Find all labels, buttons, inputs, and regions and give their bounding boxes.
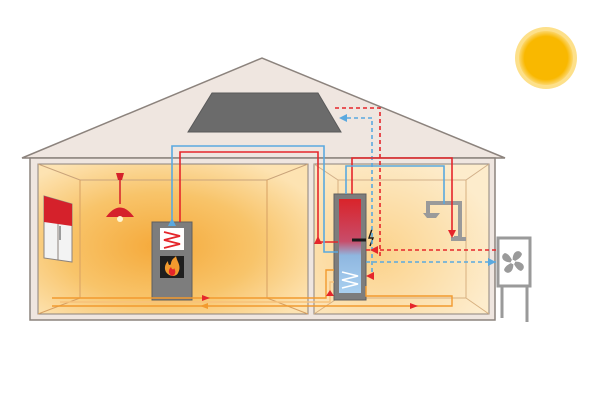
sun-icon	[515, 27, 577, 89]
stove-icon	[151, 221, 193, 301]
fan-icon	[502, 251, 524, 273]
ceiling-lamp-icon	[106, 173, 134, 222]
solar-loop-pipes	[335, 107, 381, 272]
solar-panel-icon	[187, 92, 342, 133]
heat-pump-pipes	[366, 246, 496, 266]
shower-icon	[423, 201, 466, 241]
window-icon	[43, 195, 73, 263]
flame-icon	[164, 256, 180, 276]
flow-arrow	[366, 272, 374, 280]
heat-pump-unit-icon	[496, 236, 532, 322]
water-tank-icon	[333, 193, 375, 301]
heating-coil-icon	[341, 271, 359, 289]
floor-heating-pipes	[52, 269, 453, 309]
shower-supply-pipes	[345, 157, 456, 238]
heating-coil-icon	[163, 231, 181, 249]
stove-pipes	[168, 145, 338, 253]
